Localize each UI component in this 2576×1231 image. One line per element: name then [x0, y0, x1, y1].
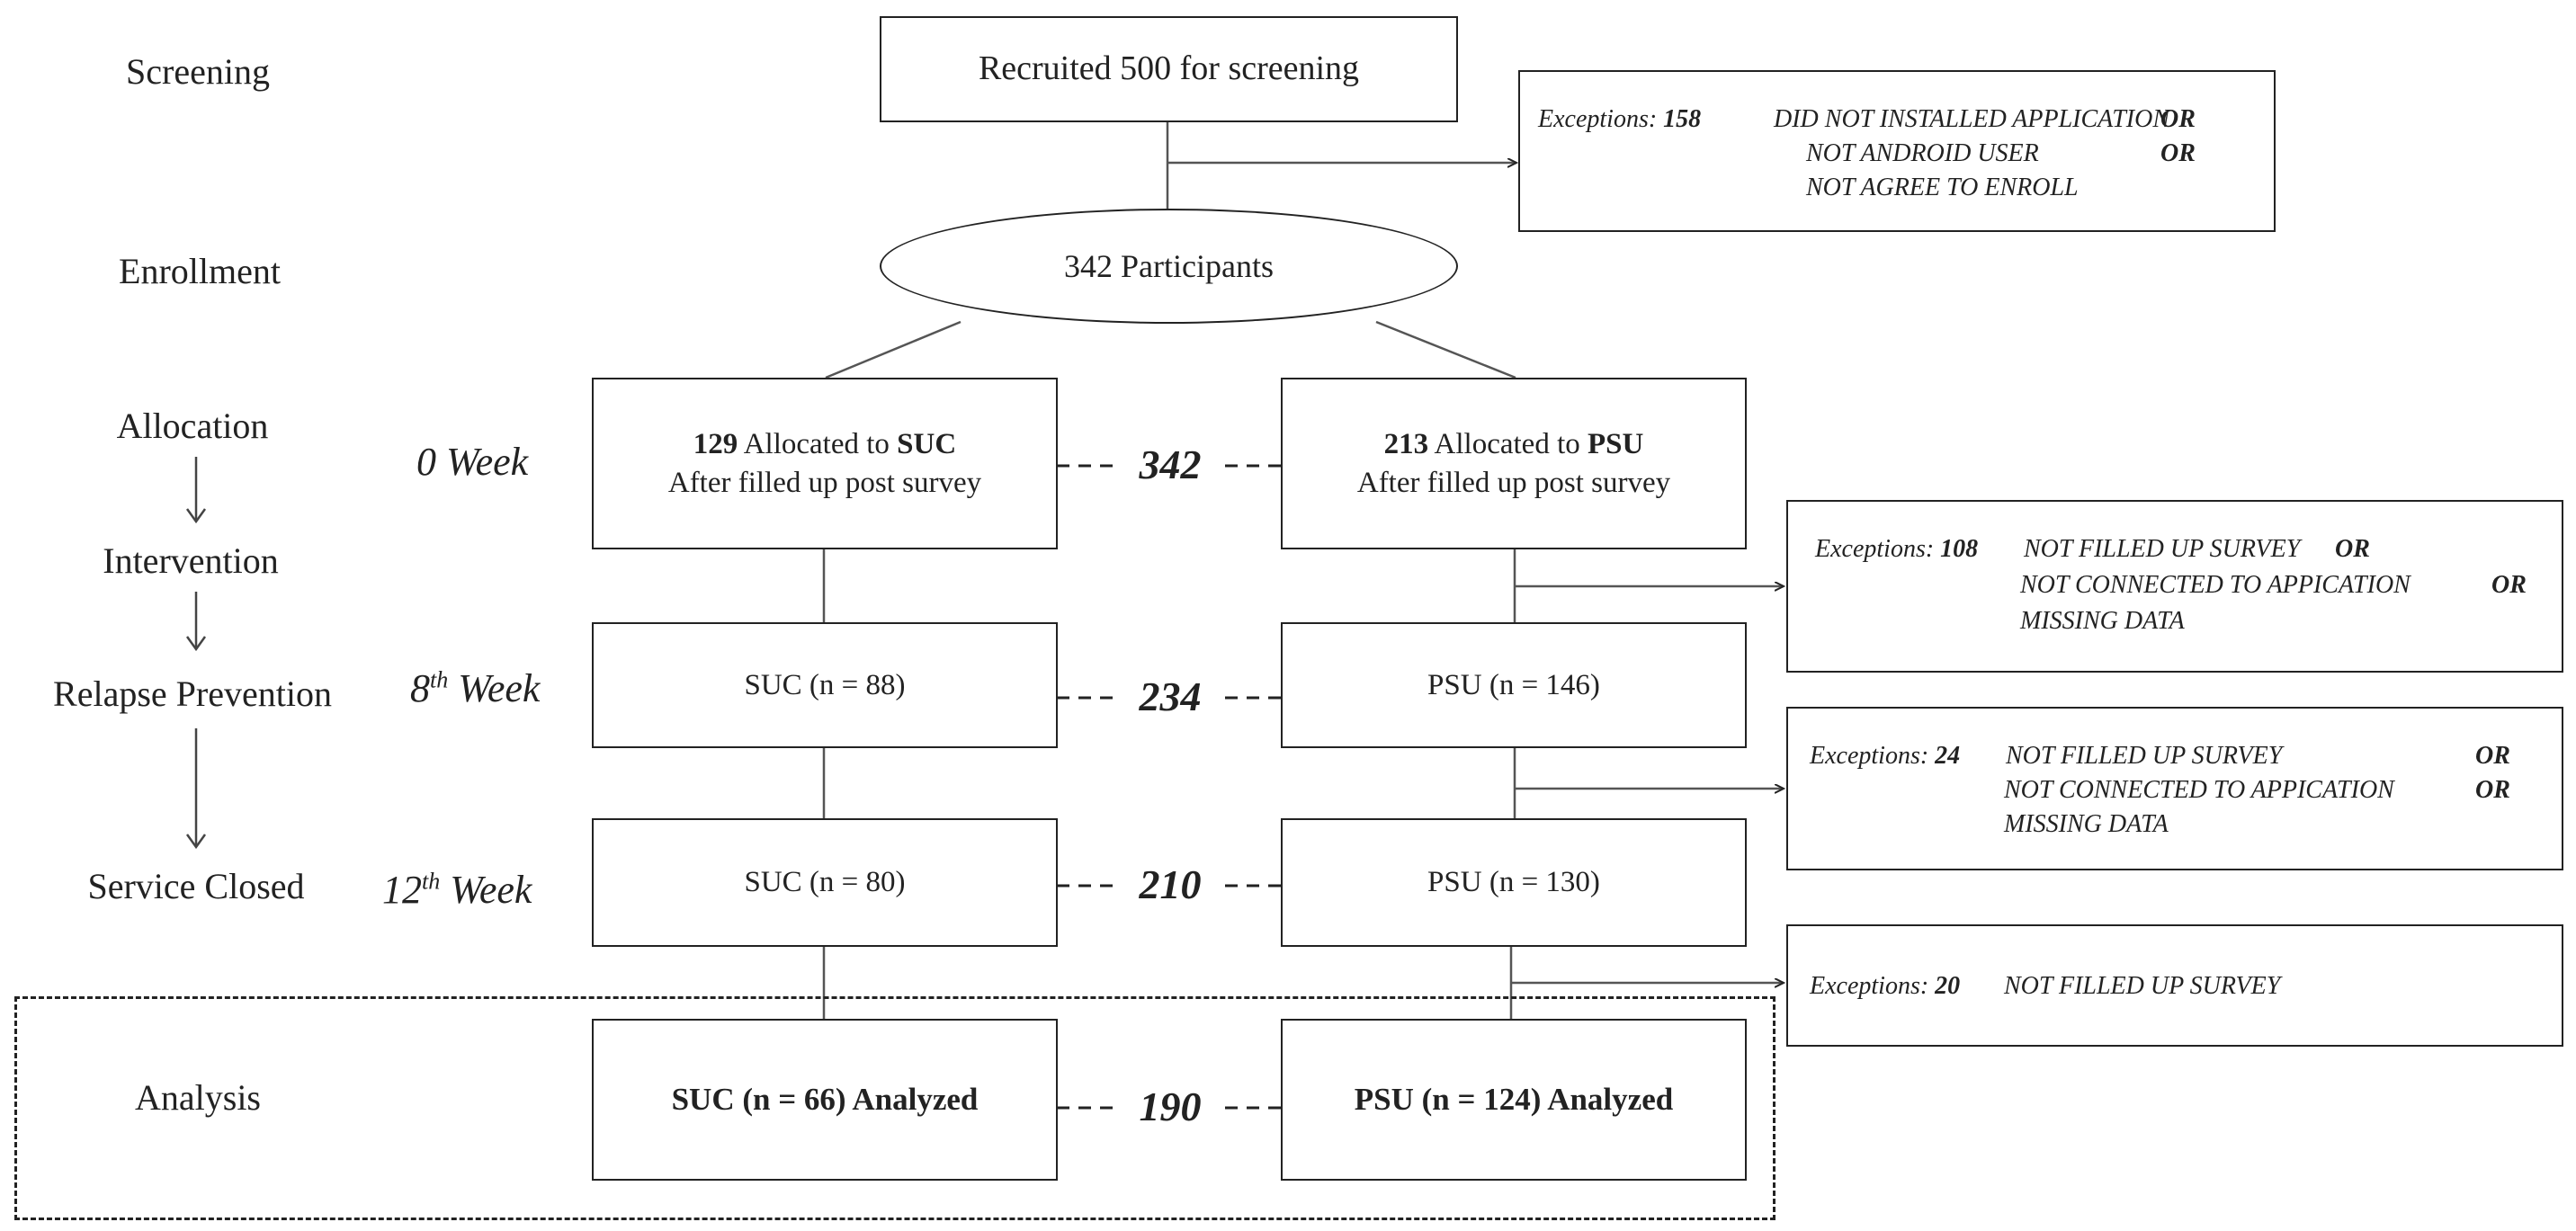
exception-3-row1: Exceptions: 24 — [1810, 739, 1960, 773]
exception-box-service-closed: Exceptions: 20 NOT FILLED UP SURVEY — [1786, 924, 2563, 1047]
exception-3-line1: NOT FILLED UP SURVEY — [2006, 742, 2283, 770]
total-analysis: 190 — [1139, 1084, 1202, 1129]
exception-4-count: 20 — [1935, 972, 1961, 1000]
total-week0: 342 — [1139, 442, 1202, 487]
exception-2-line3: MISSING DATA — [2020, 607, 2185, 635]
psu-week12-text: PSU (n = 130) — [1427, 866, 1600, 899]
participants-ellipse: 342 Participants — [880, 209, 1458, 324]
suc-allocation-group: SUC — [897, 427, 957, 460]
week-0-text: 0 Week — [416, 440, 529, 484]
week-12-label: 12th Week — [382, 867, 532, 913]
suc-week12-text: SUC (n = 80) — [744, 866, 906, 899]
suc-analyzed-box: SUC (n = 66) Analyzed — [592, 1019, 1058, 1181]
exception-2-line2: NOT CONNECTED TO APPICATION — [2020, 571, 2411, 599]
suc-allocation-mid: Allocated to — [738, 427, 898, 460]
stage-service-closed: Service Closed — [87, 866, 305, 906]
exception-3-line2: NOT CONNECTED TO APPICATION — [2004, 776, 2394, 804]
exception-2-prefix: Exceptions: — [1815, 535, 1941, 563]
exception-1-or2: OR — [2160, 139, 2196, 167]
total-week12: 210 — [1139, 861, 1202, 907]
week-12-num: 12 — [382, 868, 422, 912]
psu-week8-text: PSU (n = 146) — [1427, 668, 1600, 701]
recruited-box: Recruited 500 for screening — [880, 16, 1458, 122]
exception-1-line3: NOT AGREE TO ENROLL — [1806, 174, 2079, 201]
psu-allocation-count: 213 — [1383, 427, 1429, 460]
exception-3-or1: OR — [2475, 742, 2510, 770]
down-arrow-icon — [185, 457, 207, 524]
week-8-label: 8th Week — [410, 665, 540, 711]
exception-2-or2: OR — [2491, 571, 2527, 599]
exception-2-line1: NOT FILLED UP SURVEY — [2024, 535, 2301, 563]
stage-relapse-prevention: Relapse Prevention — [53, 673, 332, 714]
exception-1-or1: OR — [2160, 105, 2196, 133]
exception-2-or1: OR — [2335, 535, 2370, 563]
psu-week12-box: PSU (n = 130) — [1281, 818, 1747, 947]
line-enroll-to-psu — [1375, 320, 1516, 379]
exception-4-line1: NOT FILLED UP SURVEY — [2004, 972, 2281, 1000]
analysis-frame — [14, 996, 1775, 1220]
down-arrow-icon — [185, 592, 207, 652]
exception-box-relapse: Exceptions: 24 NOT FILLED UP SURVEY OR N… — [1786, 707, 2563, 870]
suc-allocation-line2: After filled up post survey — [667, 466, 982, 499]
psu-allocation-group: PSU — [1588, 427, 1644, 460]
exception-box-screening: Exceptions: 158 DID NOT INSTALLED APPLIC… — [1518, 70, 2276, 232]
line-enroll-to-suc — [825, 320, 962, 379]
week-8-suffix: Week — [448, 666, 541, 710]
exception-3-line3: MISSING DATA — [2004, 810, 2169, 838]
psu-allocation-box: 213 Allocated to PSU After filled up pos… — [1281, 378, 1747, 549]
suc-allocation-count: 129 — [693, 427, 738, 460]
week-12-sup: th — [422, 868, 441, 895]
exception-1-count: 158 — [1663, 105, 1702, 133]
psu-analyzed-box: PSU (n = 124) Analyzed — [1281, 1019, 1747, 1181]
stage-intervention: Intervention — [103, 540, 279, 581]
exception-3-or2: OR — [2475, 776, 2510, 804]
suc-allocation-box: 129 Allocated to SUC After filled up pos… — [592, 378, 1058, 549]
total-week8: 234 — [1139, 673, 1202, 719]
exception-2-row1: Exceptions: 108 — [1815, 532, 1978, 566]
week-0-label: 0 Week — [416, 439, 528, 485]
psu-allocation-line2: After filled up post survey — [1356, 466, 1671, 499]
suc-allocation-line1: 129 Allocated to SUC — [693, 425, 956, 464]
exception-3-count: 24 — [1935, 742, 1961, 770]
exception-4-prefix: Exceptions: — [1810, 972, 1936, 1000]
participants-text: 342 Participants — [1064, 248, 1274, 284]
exception-1-line1: DID NOT INSTALLED APPLICATION — [1774, 105, 2170, 133]
exception-3-prefix: Exceptions: — [1810, 742, 1936, 770]
exception-box-intervention: Exceptions: 108 NOT FILLED UP SURVEY OR … — [1786, 500, 2563, 673]
week-12-suffix: Week — [440, 868, 532, 912]
stage-analysis: Analysis — [135, 1077, 261, 1118]
exception-1-prefix: Exceptions: — [1538, 105, 1664, 133]
down-arrow-icon — [185, 728, 207, 850]
suc-week12-box: SUC (n = 80) — [592, 818, 1058, 947]
week-8-num: 8 — [410, 666, 430, 710]
psu-allocation-mid: Allocated to — [1428, 427, 1588, 460]
psu-week8-box: PSU (n = 146) — [1281, 622, 1747, 748]
stage-enrollment: Enrollment — [119, 251, 281, 291]
suc-week8-box: SUC (n = 88) — [592, 622, 1058, 748]
exception-4-row1: Exceptions: 20 — [1810, 969, 1960, 1004]
exception-1-row1: Exceptions: 158 — [1538, 103, 1701, 137]
stage-screening: Screening — [126, 51, 270, 92]
psu-analyzed-text: PSU (n = 124) Analyzed — [1354, 1082, 1674, 1118]
week-8-sup: th — [430, 666, 449, 693]
exception-2-count: 108 — [1940, 535, 1979, 563]
suc-week8-text: SUC (n = 88) — [744, 668, 906, 701]
psu-allocation-line1: 213 Allocated to PSU — [1384, 425, 1644, 464]
exception-1-line2: NOT ANDROID USER — [1806, 139, 2039, 167]
recruited-text: Recruited 500 for screening — [978, 49, 1360, 88]
stage-allocation: Allocation — [116, 406, 269, 446]
suc-analyzed-text: SUC (n = 66) Analyzed — [671, 1082, 979, 1118]
